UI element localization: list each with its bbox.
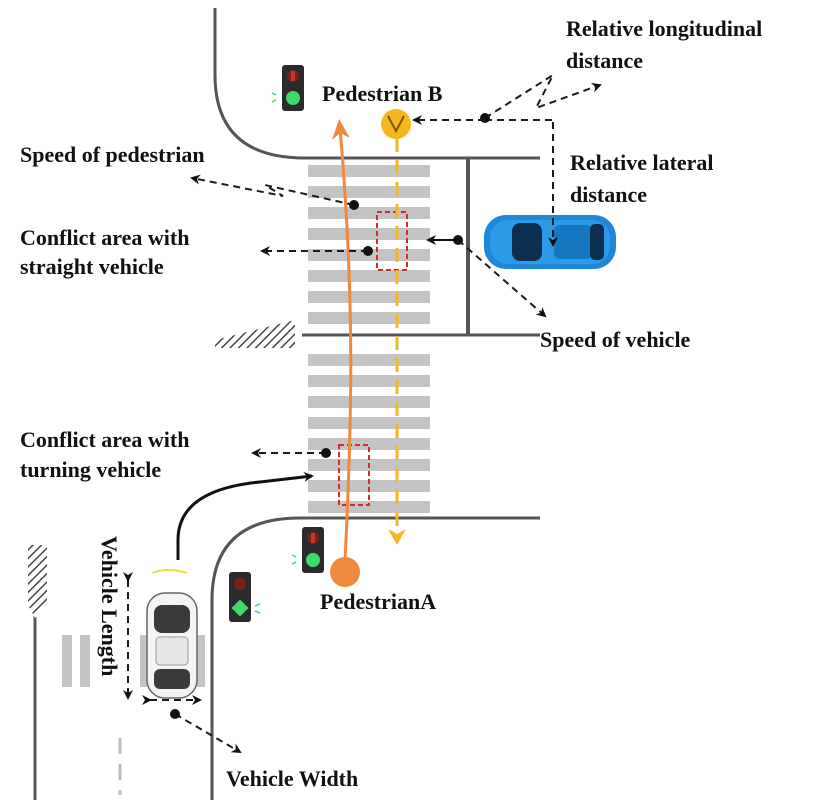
conflict-area-straight-box <box>376 211 408 271</box>
vehicle-signal-icon <box>229 572 261 622</box>
conflict-area-turning-box <box>338 444 370 506</box>
relative-lateral-label-1: Relative lateral <box>570 150 714 175</box>
conflict-straight-label-2: straight vehicle <box>20 254 164 279</box>
hatched-islands <box>28 320 295 618</box>
speed-of-pedestrian-arrow <box>190 174 355 206</box>
pedestrian-a-path <box>331 119 353 561</box>
pedestrian-a-icon <box>330 557 360 587</box>
relative-lateral-label-2: distance <box>570 182 647 207</box>
crosswalk-stripe <box>308 312 430 324</box>
side-crosswalk <box>62 635 205 687</box>
pedestrian-signal-icon <box>271 65 304 111</box>
pedestrian-a-label: PedestrianA <box>320 589 436 614</box>
crosswalk-stripe <box>308 375 430 387</box>
crosswalk-stripe <box>308 165 430 177</box>
crosswalk-stripe <box>308 354 430 366</box>
relative-longitudinal-label-1: Relative longitudinal <box>566 16 762 41</box>
crosswalk-stripe <box>308 291 430 303</box>
vehicle-length-label: Vehicle Length <box>97 536 122 676</box>
turning-vehicle-path <box>176 471 314 560</box>
conflict-turning-label-1: Conflict area with <box>20 427 189 452</box>
speed-of-vehicle-label: Speed of vehicle <box>540 327 691 352</box>
road-edges <box>33 8 540 800</box>
pedestrian-b-label: Pedestrian B <box>322 81 443 106</box>
relative-longitudinal-label-2: distance <box>566 48 643 73</box>
pedestrian-signal-icon <box>291 527 324 573</box>
conflict-straight-label-1: Conflict area with <box>20 225 189 250</box>
crosswalk-stripe <box>308 228 430 240</box>
pedestrian-b-icon <box>381 109 411 139</box>
crosswalk-stripe <box>308 501 430 513</box>
crosswalk-stripe <box>308 186 430 198</box>
white-car-icon <box>146 569 198 699</box>
crosswalk <box>308 165 430 513</box>
leader-dots <box>170 113 490 719</box>
vehicle-width-arrows <box>142 695 242 754</box>
relative-longitudinal-arrows <box>412 72 602 125</box>
crosswalk-stripe <box>308 417 430 429</box>
blue-car-icon <box>484 215 616 269</box>
crosswalk-stripe <box>308 270 430 282</box>
crosswalk-stripe <box>308 207 430 219</box>
crosswalk-stripe <box>308 396 430 408</box>
vehicle-width-label: Vehicle Width <box>226 766 358 791</box>
speed-of-pedestrian-label: Speed of pedestrian <box>20 142 205 167</box>
conflict-turning-label-2: turning vehicle <box>20 457 161 482</box>
